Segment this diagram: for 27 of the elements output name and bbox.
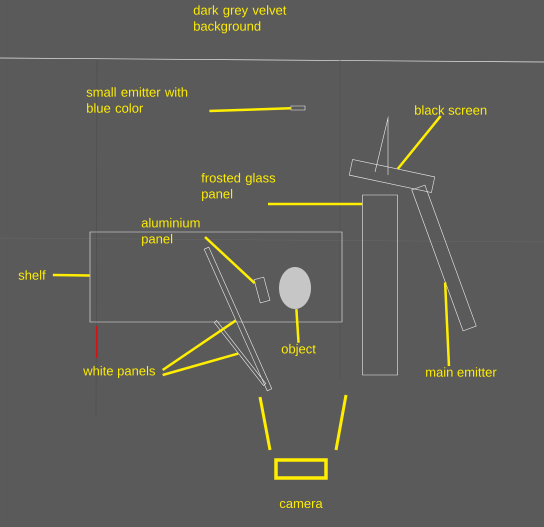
leader-line [209,107,291,112]
leader-label: shelf [18,270,46,280]
glass-panel-wireframe [362,194,398,376]
panel-wireframe [214,320,266,386]
aluminium-panel-wireframe [254,276,270,304]
leader-line [295,309,300,343]
leader-label: black screen [415,105,486,115]
screen-wireframe [348,159,436,193]
leader-label: object [282,344,316,356]
leader-label: white panels [83,366,155,378]
leader-label: small emitter with blue color [86,87,188,113]
leader-line [396,115,442,170]
emitter-panel-wireframe [411,184,477,332]
camera-label: camera [280,500,323,508]
leader-line [204,236,256,284]
camera-box [274,458,328,480]
leader-line [52,274,90,277]
leader-label: main emitter [426,367,496,377]
scene-label: dark grey velvet background [194,5,286,34]
leader-line [268,202,362,206]
object-shape [279,267,311,309]
panel-wireframe [204,246,272,392]
leader-label: frosted glass panel [201,172,276,202]
leader-line [444,282,450,366]
emitter-wireframe [290,106,306,110]
leader-label: aluminium panel [142,218,200,246]
shelf-wireframe [90,232,342,322]
